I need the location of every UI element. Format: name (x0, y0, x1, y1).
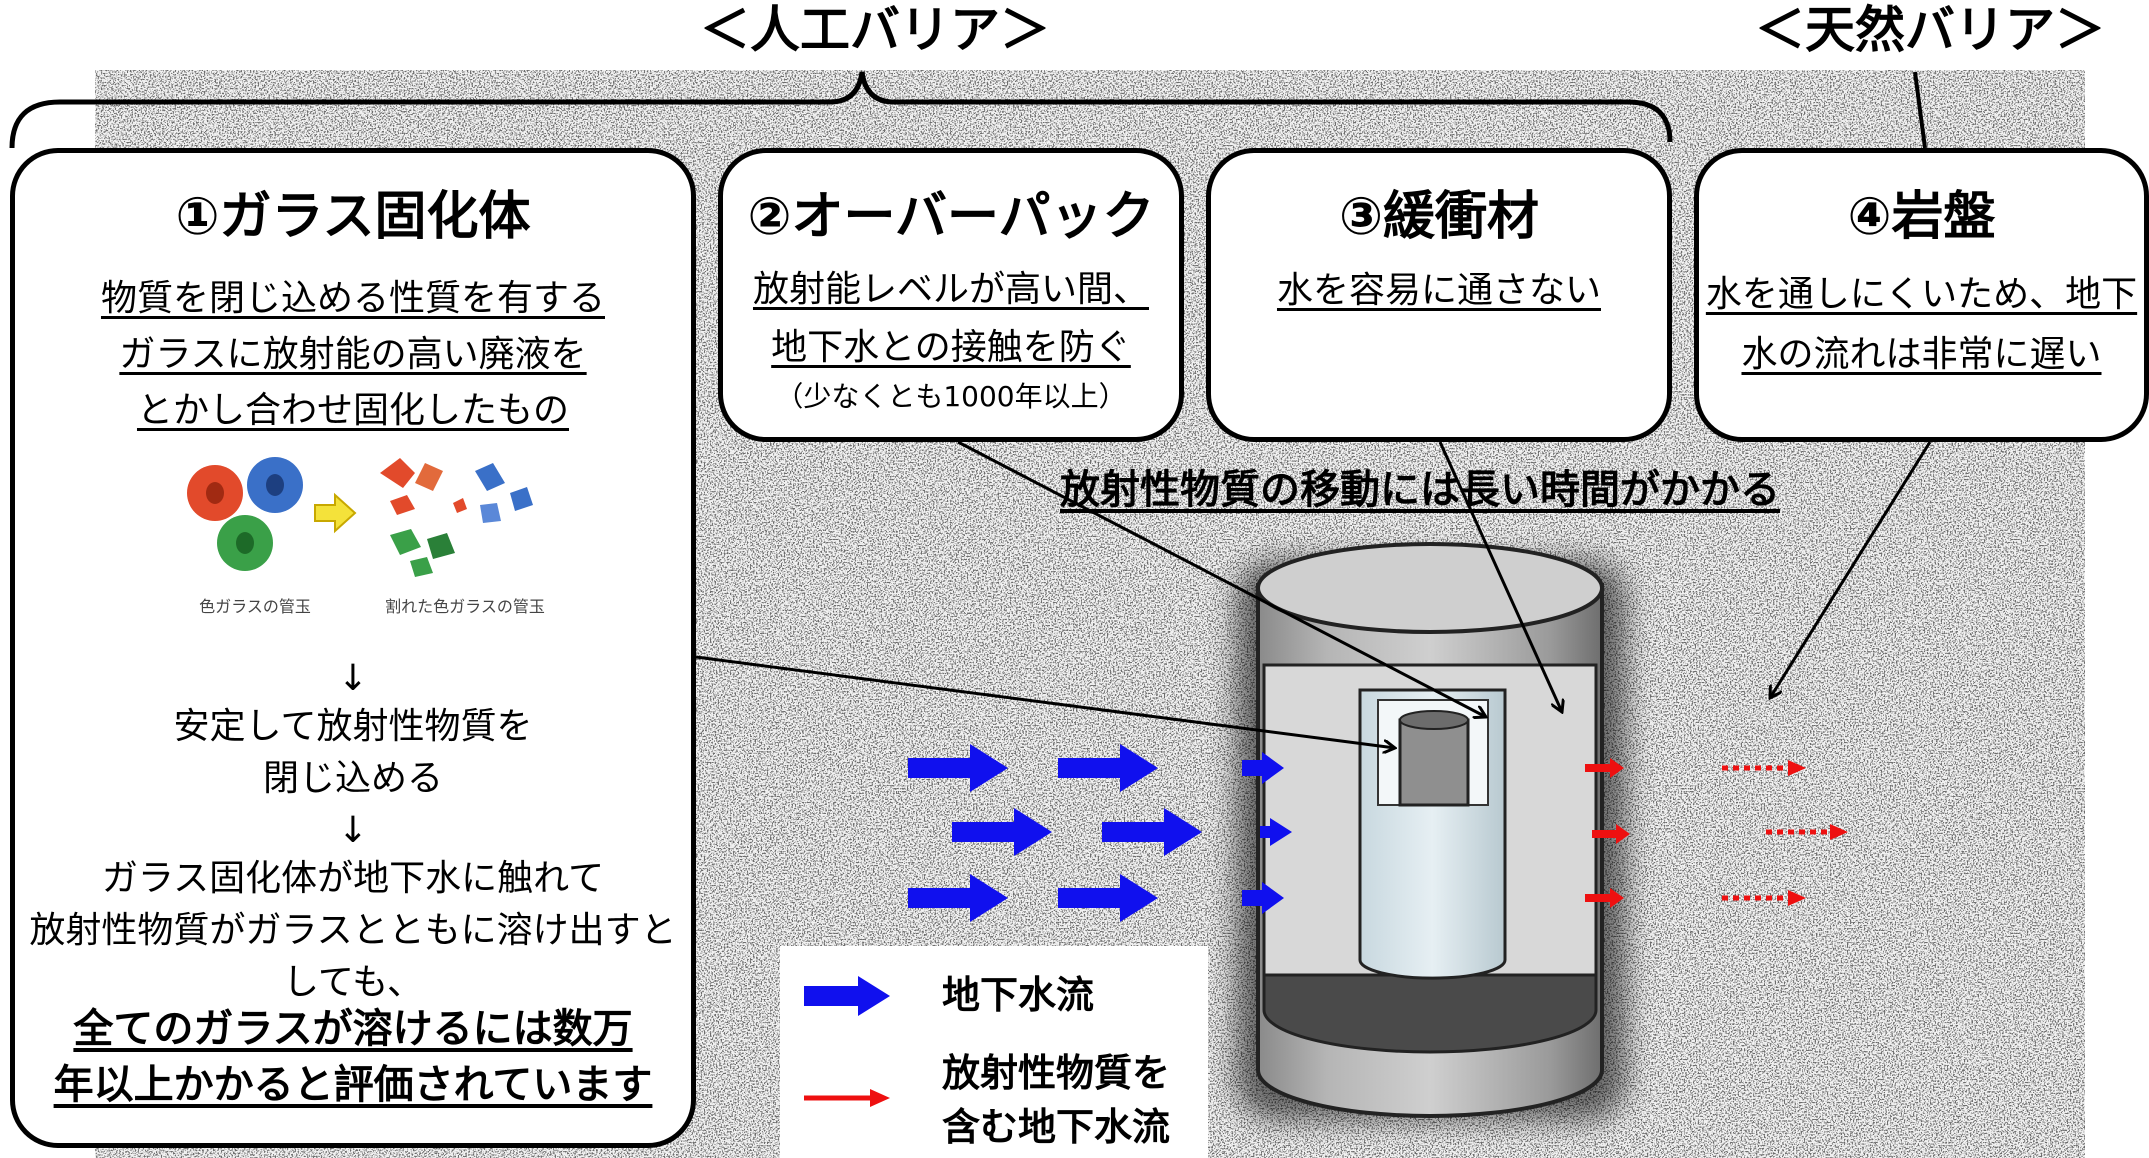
glass-beads-illustration (187, 457, 533, 577)
box1-step2-line: 放射性物質がガラスとともに溶け出すと (29, 910, 677, 951)
colored-glass-bead-icon (187, 457, 303, 571)
artificial-barrier-label: ＜人工バリア＞ (700, 1, 1050, 59)
box4-desc-line: 水の流れは非常に遅い (1741, 334, 2102, 375)
box1-step2-line: ガラス固化体が地下水に触れて (101, 858, 605, 899)
box1-desc-line: 物質を閉じ込める性質を有する (100, 278, 605, 319)
box1-step1: 安定して放射性物質を 閉じ込める (15, 701, 691, 805)
box1-step2: ガラス固化体が地下水に触れて 放射性物質がガラスとともに溶け出すと しても、 (15, 853, 691, 1009)
pointer-line-overpack (957, 440, 1486, 717)
box1-conclusion: 全てのガラスが溶けるには数万 年以上かかると評価されています (15, 1001, 691, 1113)
box1-description: 物質を閉じ込める性質を有する ガラスに放射能の高い廃液を とかし合わせ固化したも… (15, 271, 691, 439)
box1-step1-line: 安定して放射性物質を (173, 706, 533, 747)
legend-groundwater-arrow-icon (804, 976, 890, 1016)
natural-barrier-label: ＜天然バリア＞ (1755, 1, 2105, 59)
bedrock-box: ④岩盤 水を通しにくいため、地下 水の流れは非常に遅い (1694, 148, 2149, 442)
box4-description: 水を通しにくいため、地下 水の流れは非常に遅い (1699, 265, 2144, 385)
box2-description: 放射能レベルが高い間、 地下水との接触を防ぐ (723, 261, 1179, 377)
pointer-line-bedrock (1770, 441, 1932, 698)
box2-desc-line: 地下水との接触を防ぐ (771, 327, 1131, 368)
artificial-barrier-bracket (9, 71, 1673, 149)
groundwater-flow-arrows (908, 744, 1292, 922)
center-caption: 放射性物質の移動には長い時間がかかる (1060, 467, 1780, 513)
box2-title: ②オーバーパック (747, 187, 1155, 247)
buffer-material-box: ③緩衝材 水を容易に通さない (1206, 148, 1672, 442)
legend: 地下水流 放射性物質を 含む地下水流 (780, 946, 1208, 1158)
legend-groundwater-label: 地下水流 (942, 973, 1095, 1017)
box1-desc-line: とかし合わせ固化したもの (136, 390, 569, 431)
natural-barrier-connector (1913, 71, 1927, 149)
disposal-cylinder (1236, 542, 1626, 1120)
legend-contaminated-line: 放射性物質を (942, 1051, 1171, 1095)
bead-caption-right: 割れた色ガラスの管玉 (385, 597, 545, 616)
box1-conclusion-line: 年以上かかると評価されています (53, 1062, 653, 1108)
box1-title: ①ガラス固化体 (175, 187, 531, 247)
box1-step1-line: 閉じ込める (262, 758, 443, 799)
box4-title: ④岩盤 (1847, 187, 1996, 247)
box2-desc-line: 放射能レベルが高い間、 (752, 269, 1149, 310)
legend-contaminated-label: 放射性物質を 含む地下水流 (942, 1046, 1170, 1154)
box3-desc: 水を容易に通さない (1276, 270, 1601, 311)
pointer-line-buffer (1438, 441, 1562, 712)
box2-note: （少なくとも1000年以上） (775, 380, 1127, 413)
down-arrow: ↓ (337, 810, 369, 851)
box4-desc-line: 水を通しにくいため、地下 (1705, 274, 2138, 315)
contaminated-flow-arrows (1585, 758, 1848, 908)
box1-step2-line: しても、 (282, 962, 424, 1003)
box1-conclusion-line: 全てのガラスが溶けるには数万 (73, 1006, 633, 1052)
box1-desc-line: ガラスに放射能の高い廃液を (119, 334, 587, 375)
box3-title: ③緩衝材 (1338, 187, 1540, 247)
glass-vitrified-body-box: ①ガラス固化体 物質を閉じ込める性質を有する ガラスに放射能の高い廃液を とかし… (10, 148, 696, 1148)
legend-contaminated-line: 含む地下水流 (942, 1105, 1171, 1149)
arrow-right-icon (314, 492, 357, 534)
overpack-box: ②オーバーパック 放射能レベルが高い間、 地下水との接触を防ぐ （少なくとも10… (718, 148, 1184, 442)
down-arrow: ↓ (337, 658, 369, 699)
pointer-line-glass (695, 655, 1395, 748)
bead-caption-left: 色ガラスの管玉 (199, 597, 311, 616)
legend-contaminated-arrow-icon (804, 1089, 890, 1107)
broken-glass-bead-icon (380, 458, 533, 577)
